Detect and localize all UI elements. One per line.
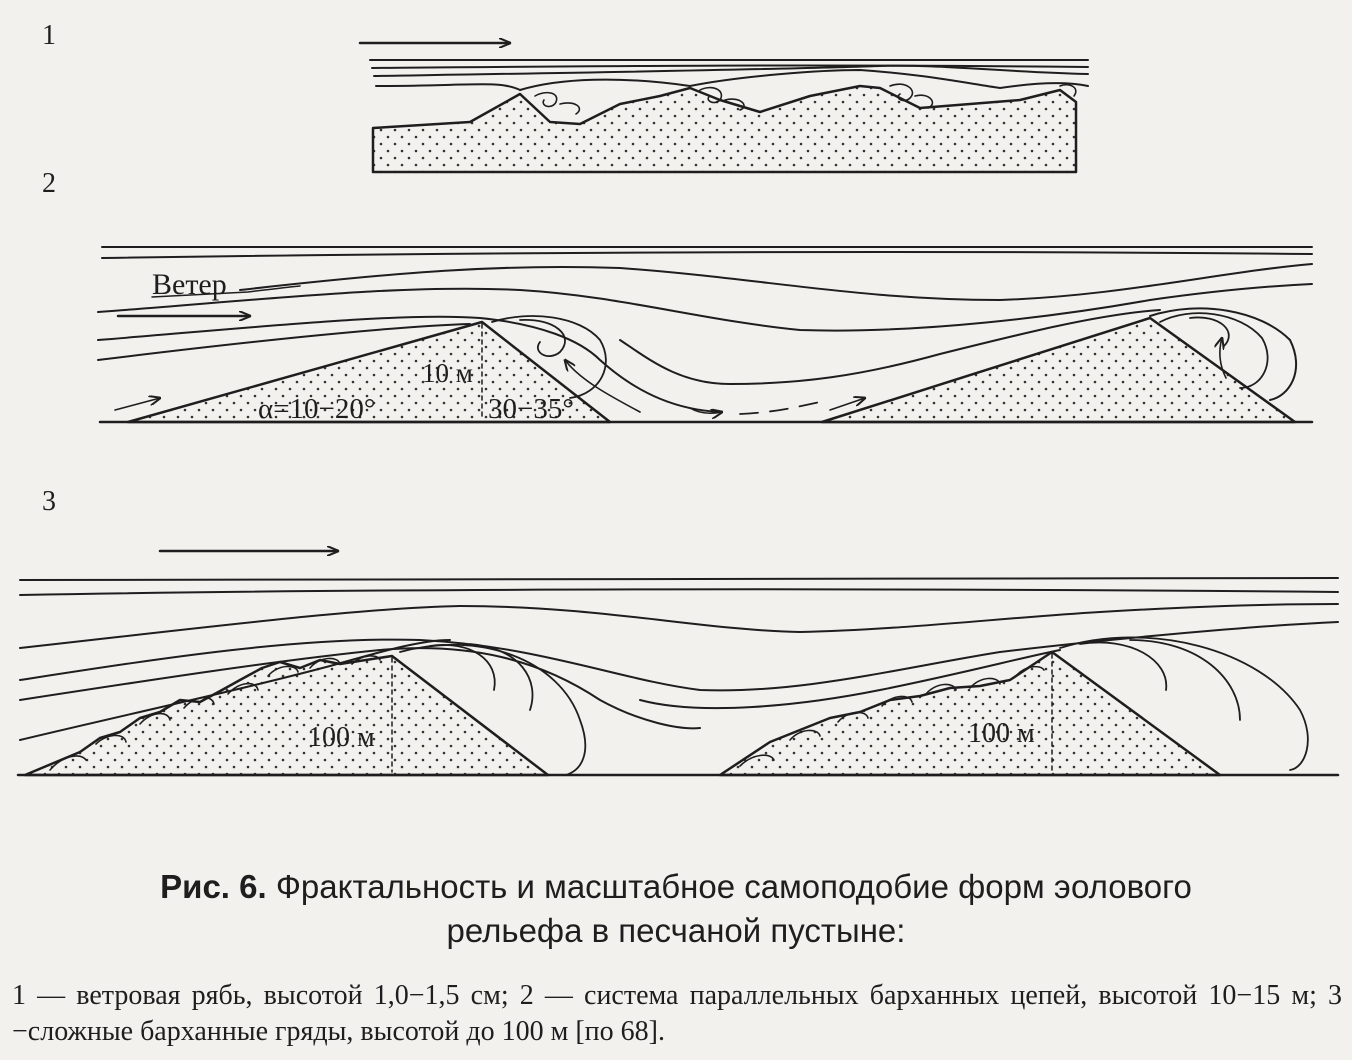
panel-2-right-lee-arrow bbox=[1220, 338, 1227, 379]
figure-legend: 1 — ветровая рябь, высотой 1,0−1,5 см; 2… bbox=[12, 980, 1342, 1047]
panel-2-lee-angle: 30−35° bbox=[488, 393, 574, 425]
panel-1-number: 1 bbox=[42, 20, 56, 51]
panel-2-right-upslope-arrow bbox=[829, 398, 865, 411]
panel-2-height-label: 10 м bbox=[422, 358, 473, 388]
caption-title-line1: Фрактальность и масштабное самоподобие ф… bbox=[275, 868, 1192, 905]
panel-3-number: 3 bbox=[42, 486, 56, 517]
panel-1-ripples bbox=[358, 43, 1089, 174]
panel-2-barkhan-chain bbox=[97, 246, 1314, 424]
panel-2-trough-dashed bbox=[739, 401, 821, 415]
caption-line-1: Рис. 6. Фрактальность и масштабное самоп… bbox=[0, 865, 1352, 909]
panel-3-height-label-left: 100 м bbox=[308, 722, 375, 753]
panel-2-streamlines bbox=[97, 246, 1313, 413]
figure-caption: Рис. 6. Фрактальность и масштабное самоп… bbox=[0, 865, 1352, 953]
panel-3-streamlines bbox=[19, 577, 1339, 741]
panel-1-ripple-sand bbox=[371, 84, 1078, 174]
panel-3-height-label-right: 100 м bbox=[968, 718, 1035, 749]
panel-2-number: 2 bbox=[42, 168, 56, 199]
panel-3-eddies bbox=[399, 636, 1309, 776]
panel-2-trough-arrow bbox=[689, 407, 722, 413]
panel-2-windward-angle: α=10−20° bbox=[258, 393, 376, 425]
panel-2-label-leader bbox=[151, 285, 301, 298]
panel-2-lee-return-arrow bbox=[565, 360, 641, 413]
panel-3-complex-ridges bbox=[16, 551, 1340, 777]
panel-1-eddies bbox=[534, 83, 1077, 115]
panel-2-dune-right bbox=[820, 316, 1297, 424]
panel-2-upslope-arrow bbox=[114, 398, 160, 411]
panel-3-ridge-left bbox=[23, 654, 550, 777]
panel-2-dune-left bbox=[126, 320, 612, 424]
caption-title-line2: рельефа в песчаной пустыне: bbox=[446, 912, 906, 949]
figure-number: Рис. 6. bbox=[160, 868, 267, 905]
aeolian-relief-figure: 1 2 3 Ветер 10 м α=10−20° 30−35° 100 м 1… bbox=[16, 20, 1340, 777]
panel-2-wind-label: Ветер bbox=[152, 268, 227, 301]
panel-3-small-ripples-right bbox=[739, 665, 1045, 767]
panel-1-streamlines bbox=[369, 59, 1089, 91]
